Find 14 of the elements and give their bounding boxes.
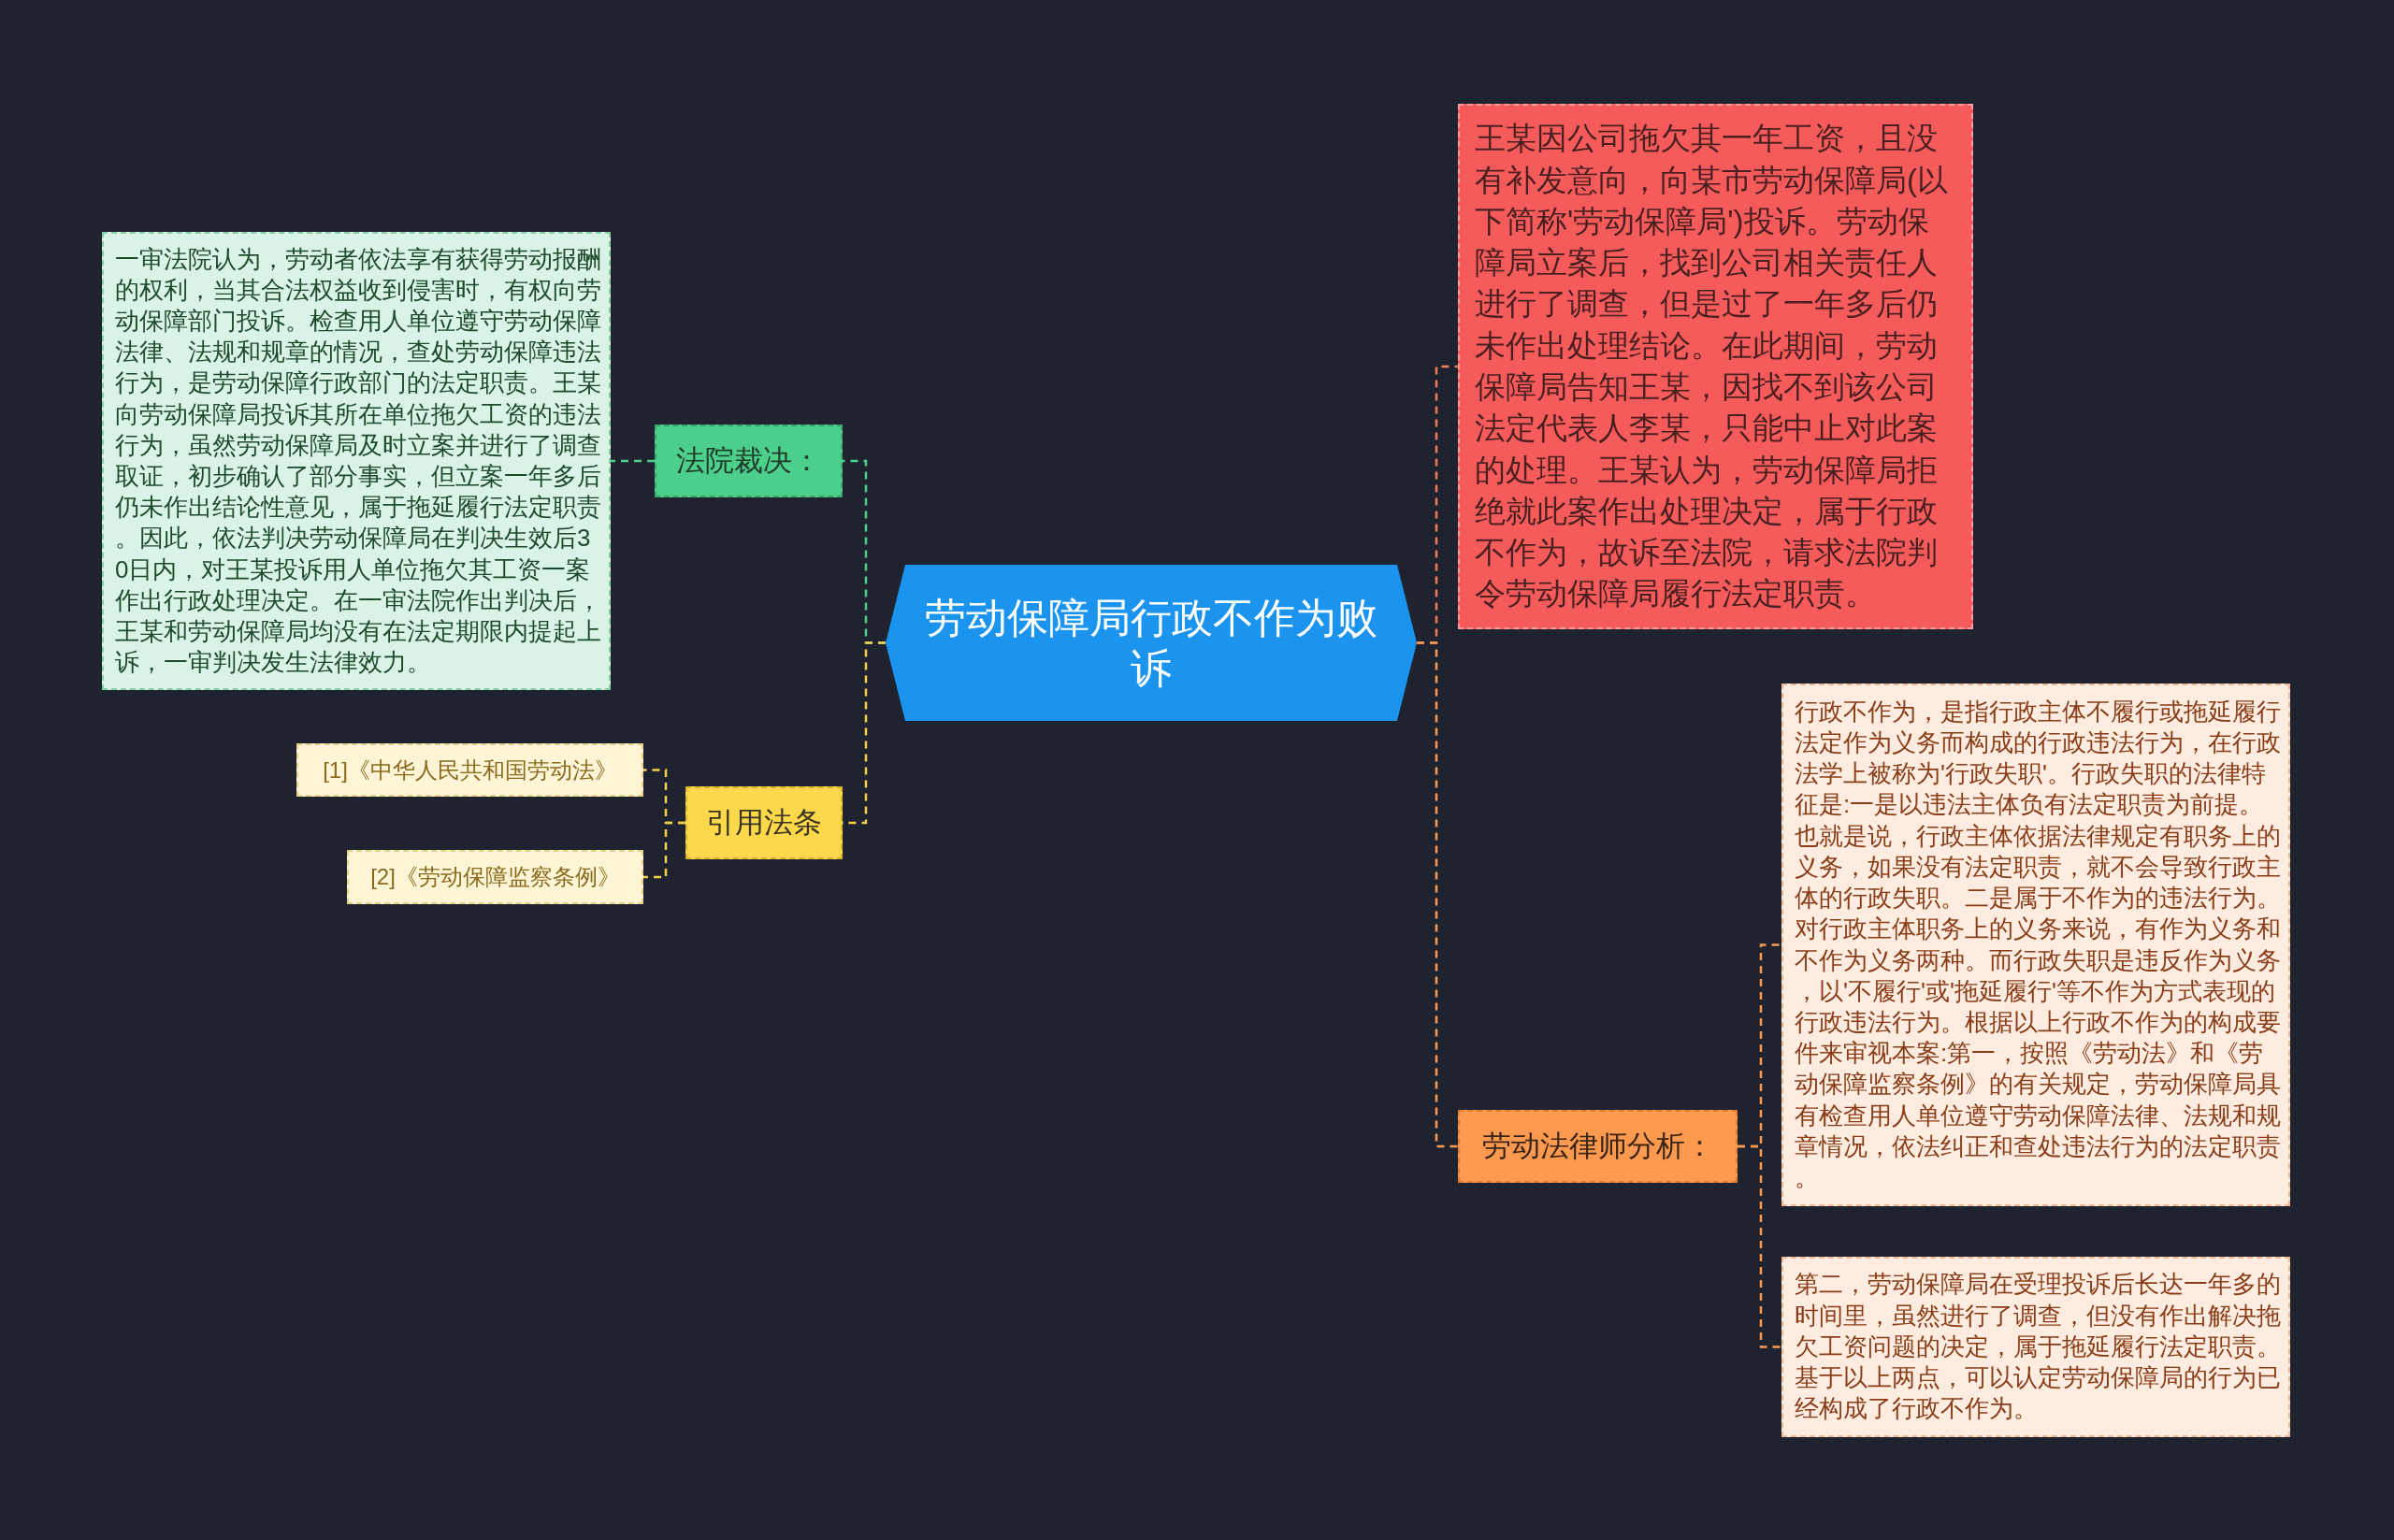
text-box: 王某因公司拖欠其一年工资，且没有补发意向，向某市劳动保障局(以下简称'劳动保障局')投诉。劳动保障局立案后，找到公司相关责任人进行了调查，但是过了一年多后仍未作出处理结论。在此期间，劳动保障局告知王某，因找不到该公司法定代表人李某，只能中止对此案的处理。王某认为，劳动保障局拒绝就此案作出处理决定，属于行政不作为，故诉至法院，请求法院判令劳动保障局履行法定职责。 bbox=[1458, 104, 1973, 629]
text-box: 第二，劳动保障局在受理投诉后长达一年多的时间里，虽然进行了调查，但没有作出解决拖欠工资问题的决定，属于拖延履行法定职责。基于以上两点，可以认定劳动保障局的行为已经构成了行政不作为。 bbox=[1781, 1257, 2290, 1437]
connector bbox=[611, 459, 655, 463]
connector bbox=[643, 821, 685, 879]
reference-box: [1]《中华人民共和国劳动法》 bbox=[296, 743, 643, 797]
reference-box: [2]《劳动保障监察条例》 bbox=[347, 850, 643, 904]
connector bbox=[1417, 641, 1458, 1148]
text-box: 行政不作为，是指行政主体不履行或拖延履行法定作为义务而构成的行政违法行为，在行政法学上被称为'行政失职'。行政失职的法律特征是:一是以违法主体负有法定职责为前提。也就是说，行政主体依据法律规定有职务上的义务，如果没有法定职责，就不会导致行政主体的行政失职。二是属于不作为的违法行为。对行政主体职务上的义务来说，有作为义务和不作为义务两种。而行政失职是违反作为义务，以'不履行'或'拖延履行'等不作为方式表现的行政违法行为。根据以上行政不作为的构成要件来审视本案:第一，按照《劳动法》和《劳动保障监察条例》的有关规定，劳动保障局具有检查用人单位遵守劳动保障法律、法规和规章情况，依法纠正和查处违法行为的法定职责。 bbox=[1781, 684, 2290, 1206]
branch-box: 引用法条 bbox=[685, 786, 843, 859]
branch-box: 劳动法律师分析： bbox=[1458, 1110, 1738, 1183]
connector bbox=[1738, 1144, 1781, 1348]
text-box: 一审法院认为，劳动者依法享有获得劳动报酬的权利，当其合法权益收到侵害时，有权向劳动保障部门投诉。检查用人单位遵守劳动保障法律、法规和规章的情况，查处劳动保障违法行为，是劳动保障行政部门的法定职责。王某向劳动保障局投诉其所在单位拖欠工资的违法行为，虽然劳动保障局及时立案并进行了调查取证，初步确认了部分事实，但立案一年多后仍未作出结论性意见，属于拖延履行法定职责。因此，依法判决劳动保障局在判决生效后30日内，对王某投诉用人单位拖欠其工资一案作出行政处理决定。在一审法院作出判决后，王某和劳动保障局均没有在法定期限内提起上诉，一审判决发生法律效力。 bbox=[102, 232, 611, 690]
topic-hexagon: 劳动保障局行政不作为败诉 bbox=[886, 565, 1417, 721]
branch-box: 法院裁决： bbox=[655, 425, 843, 497]
